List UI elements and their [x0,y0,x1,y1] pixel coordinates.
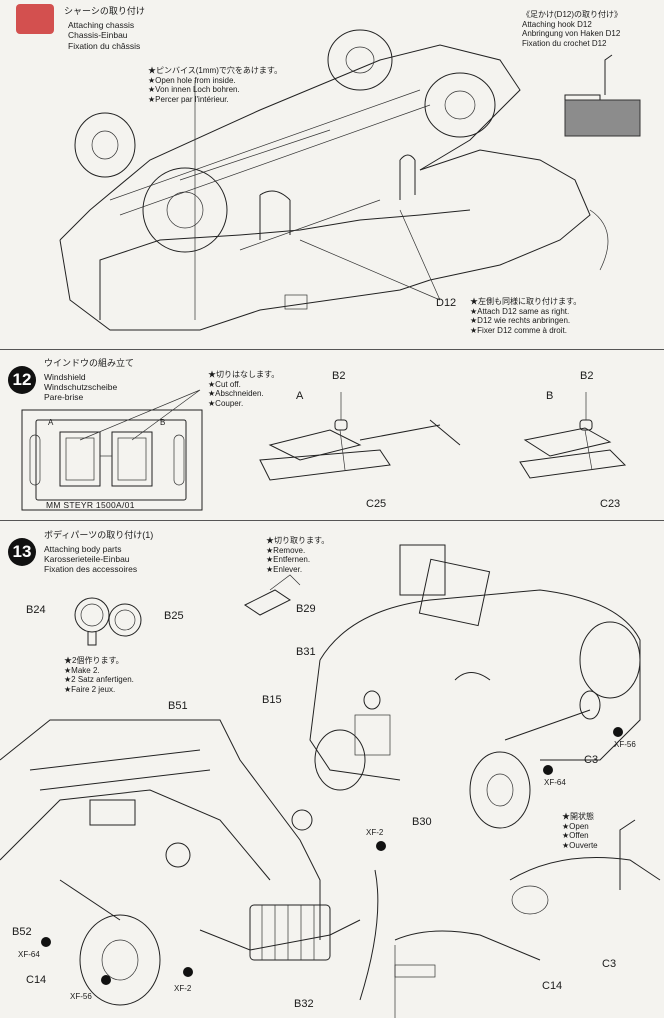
section12-title-en: Windshield [44,372,86,382]
open-state-note: ★開状態 ★Open ★Offen ★Ouverte [562,812,598,850]
sprue-marker-b: B [160,418,166,427]
step-number-13: 13 [8,538,36,566]
part-label-b29: B29 [296,603,316,615]
part-label-c23: C23 [600,498,621,510]
d12-note: ★左側も同様に取り付けます。 ★Attach D12 same as right… [470,297,582,335]
part-label-b2-right: B2 [580,370,594,382]
paint-label-xf56: XF-56 [614,740,636,749]
paint-label-xf2-left: XF-2 [174,984,192,993]
sprue-marker-a: A [48,418,54,427]
step-number-12: 12 [8,366,36,394]
part-label-b31: B31 [296,646,316,658]
paint-label-xf64-left: XF-64 [18,950,40,959]
paint-label-xf56-left: XF-56 [70,992,92,1001]
section12-title-fr: Pare-brise [44,392,84,402]
part-label-a: A [296,390,304,402]
section12-title-jp: ウインドウの組み立て [44,358,135,368]
body-parts-drawing [0,544,661,1018]
paint-label-xf2: XF-2 [366,828,384,837]
make-two-note: ★2個作ります。 ★Make 2. ★2 Satz anfertigen. ★F… [64,656,134,694]
section11-title-jp: シャーシの取り付け [64,6,145,16]
part-label-c14-inset: C14 [542,980,563,992]
pin-vise-note: ★ピンバイス(1mm)で穴をあけます。 ★Open hole from insi… [148,66,283,104]
section13-title-de: Karosserieteile-Einbau [44,554,130,564]
hook-inset-title: 《足かけ(D12)の取り付け》 Attaching hook D12 Anbri… [522,10,623,48]
section11-title-en: Attaching chassis [68,20,135,30]
part-label-c3-inset: C3 [602,958,617,970]
part-label-b52: B52 [12,926,32,938]
section-divider [0,349,664,350]
section-divider [0,520,664,521]
section13-title-fr: Fixation des accessoires [44,564,138,574]
paint-markers [41,727,623,985]
windshield-drawing [21,389,627,511]
hook-inset-drawing [564,54,641,137]
part-label-b51: B51 [168,700,188,712]
section13-title-en: Attaching body parts [44,544,122,554]
part-label-b15: B15 [262,694,282,706]
cut-off-note: ★切りはなします。 ★Cut off. ★Abschneiden. ★Coupe… [208,370,280,408]
part-label-c3: C3 [584,754,599,766]
part-label-d12: D12 [436,297,457,309]
part-label-b25: B25 [164,610,184,622]
remove-note: ★切り取ります。 ★Remove. ★Entfernen. ★Enlever. [266,536,330,574]
part-label-c25: C25 [366,498,387,510]
part-label-b: B [546,390,554,402]
section11-title-fr: Fixation du châssis [68,41,141,51]
section12-title-de: Windschutzscheibe [44,382,118,392]
section11-title-de: Chassis-Einbau [68,30,128,40]
part-label-b32: B32 [294,998,314,1010]
part-label-b24: B24 [26,604,46,616]
sprue-label: MM STEYR 1500A/01 [46,500,135,510]
part-label-c14: C14 [26,974,47,986]
paint-label-xf64: XF-64 [544,778,566,787]
watermark-logo [16,4,54,34]
part-label-b30: B30 [412,816,432,828]
chassis-drawing [59,29,609,331]
part-label-b2-left: B2 [332,370,346,382]
section13-title-jp: ボディパーツの取り付け(1) [44,530,154,540]
